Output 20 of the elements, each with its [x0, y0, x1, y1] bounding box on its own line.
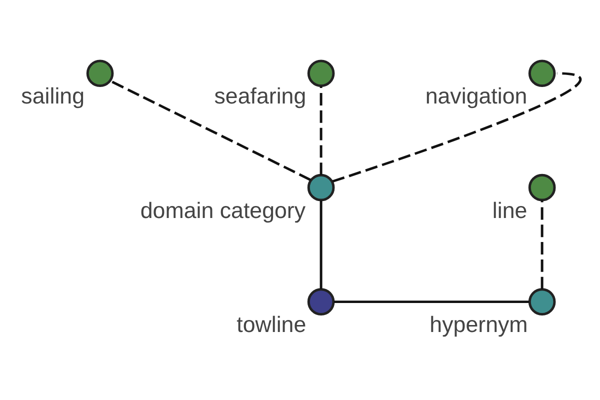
- node-label: line: [492, 198, 528, 223]
- connector: [540, 200, 544, 290]
- node-circle: [307, 60, 335, 87]
- connector: [320, 86, 322, 176]
- node-circle: [307, 174, 335, 202]
- node-circle: [86, 60, 114, 87]
- connector: [110, 80, 311, 181]
- connector: [334, 300, 530, 304]
- node-label: domain category: [140, 198, 306, 223]
- node-circle: [528, 288, 556, 316]
- connector: [332, 72, 582, 183]
- node-circle: [307, 288, 335, 316]
- node-circle: [528, 174, 556, 202]
- node-label: towline: [236, 312, 306, 338]
- node-label: sailing: [21, 84, 85, 109]
- node-circle: [528, 60, 556, 87]
- connector: [320, 200, 322, 290]
- node-label: hypernym: [430, 312, 528, 338]
- node-label: seafaring: [214, 84, 306, 109]
- node-label: navigation: [425, 84, 528, 109]
